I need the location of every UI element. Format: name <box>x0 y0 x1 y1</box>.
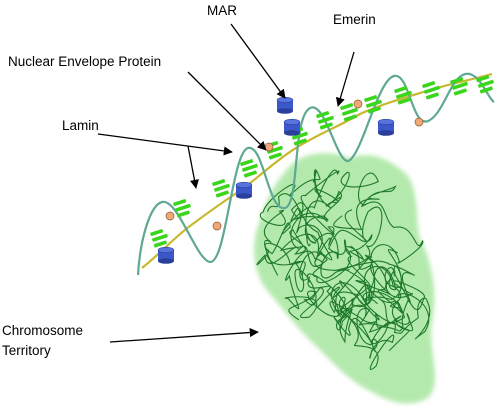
lamin-block <box>450 77 464 85</box>
lamin-block <box>316 111 330 119</box>
lamin-block-stack <box>422 81 440 100</box>
lamin-block <box>243 170 257 178</box>
lamin-block <box>212 179 226 187</box>
lamin-block <box>365 99 382 108</box>
lamin-block <box>215 190 229 198</box>
lamin-block <box>453 88 467 96</box>
chromatin-strands <box>256 169 431 370</box>
lamin-block-stack <box>240 159 258 178</box>
lamin-arrow-1 <box>97 133 233 156</box>
nuclear-envelope-protein-label: Nuclear Envelope Protein <box>8 54 161 69</box>
emerin-dot-icon <box>264 142 274 152</box>
lamin-block <box>293 138 307 146</box>
mar-cylinders <box>157 96 395 264</box>
lamin-block <box>395 90 412 99</box>
lamin-block-stack <box>150 229 168 248</box>
lamin-filament <box>136 72 495 276</box>
lamin-block <box>291 131 308 140</box>
lamin-block-stack <box>340 103 358 122</box>
lamin-block <box>174 203 191 212</box>
lamina-strand <box>136 72 495 276</box>
lamin-block <box>394 86 408 94</box>
chromatin-strand <box>306 206 396 304</box>
lamin-block-stack <box>212 179 230 198</box>
lamin-block <box>367 106 381 114</box>
lamin-block <box>173 199 187 207</box>
lamin-label: Lamin <box>62 118 99 133</box>
chromatin-strand <box>336 254 414 352</box>
pointer-arrows <box>97 23 355 343</box>
lamin-block <box>213 183 230 192</box>
mar-cylinder-icon <box>276 96 294 114</box>
mar-label: MAR <box>207 3 237 18</box>
chromatin-strand <box>307 273 395 370</box>
lamin-block-stack <box>364 95 382 114</box>
lamin-block <box>364 95 378 103</box>
lamin-block <box>422 81 436 89</box>
lamin-block <box>176 210 190 218</box>
lamin-block <box>150 229 164 237</box>
chromatin-strand <box>367 248 426 311</box>
mar-cylinder-icon <box>283 118 301 136</box>
lamin-block <box>477 79 494 88</box>
emerin-dots <box>165 99 424 231</box>
emerin-dot-icon <box>165 211 175 221</box>
lamin-arrow-2 <box>187 145 199 189</box>
emerin-dot-icon <box>414 117 424 127</box>
chromatin-strand <box>260 169 379 276</box>
lamin-block <box>343 114 357 122</box>
lamin-block <box>479 86 493 94</box>
lamin-block <box>266 145 283 154</box>
mar-cylinder-icon <box>377 118 395 136</box>
lamin-block <box>317 115 334 124</box>
lamin-block <box>397 97 411 105</box>
lamin-block <box>425 92 439 100</box>
chromosome-territory-label-line1: Chromosome <box>2 323 83 338</box>
lamin-block-stack <box>173 199 191 218</box>
lamin-block-stack <box>476 75 494 94</box>
lamin-block <box>476 75 490 83</box>
lamin-block <box>268 152 282 160</box>
lamin-block-stack <box>316 111 334 130</box>
emerin-arrow <box>335 51 355 107</box>
chromosome-territory <box>254 153 435 404</box>
lamin-block-stack <box>394 86 412 105</box>
lamin-block <box>423 85 440 94</box>
emerin-dot-icon <box>212 221 222 231</box>
chromatin-strand <box>264 169 350 276</box>
emerin-label: Emerin <box>333 12 376 27</box>
lamin-block <box>341 107 358 116</box>
lamin-block <box>240 159 254 167</box>
chromatin-strand <box>267 170 333 261</box>
mar-arrow <box>230 23 286 99</box>
nuclear-envelope-protein-arrow <box>187 71 267 151</box>
lamin-block <box>319 122 333 130</box>
chromatin-strand <box>329 245 431 340</box>
lamin-block <box>153 240 167 248</box>
mar-cylinder-icon <box>157 246 175 264</box>
chromosome-territory-label-line2: Territory <box>2 343 51 358</box>
chromatin-strand <box>279 229 402 317</box>
chromatin-strand <box>284 209 367 321</box>
lamin-block-stack <box>450 77 468 96</box>
emerin-dot-icon <box>353 99 363 109</box>
lamin-block <box>241 163 258 172</box>
lamin-block <box>340 103 354 111</box>
mar-cylinder-icon <box>235 181 253 199</box>
lamin-block <box>151 233 168 242</box>
lamin-blocks <box>150 75 494 248</box>
lamin-block <box>451 81 468 90</box>
chromosome-territory-arrow <box>109 328 259 343</box>
